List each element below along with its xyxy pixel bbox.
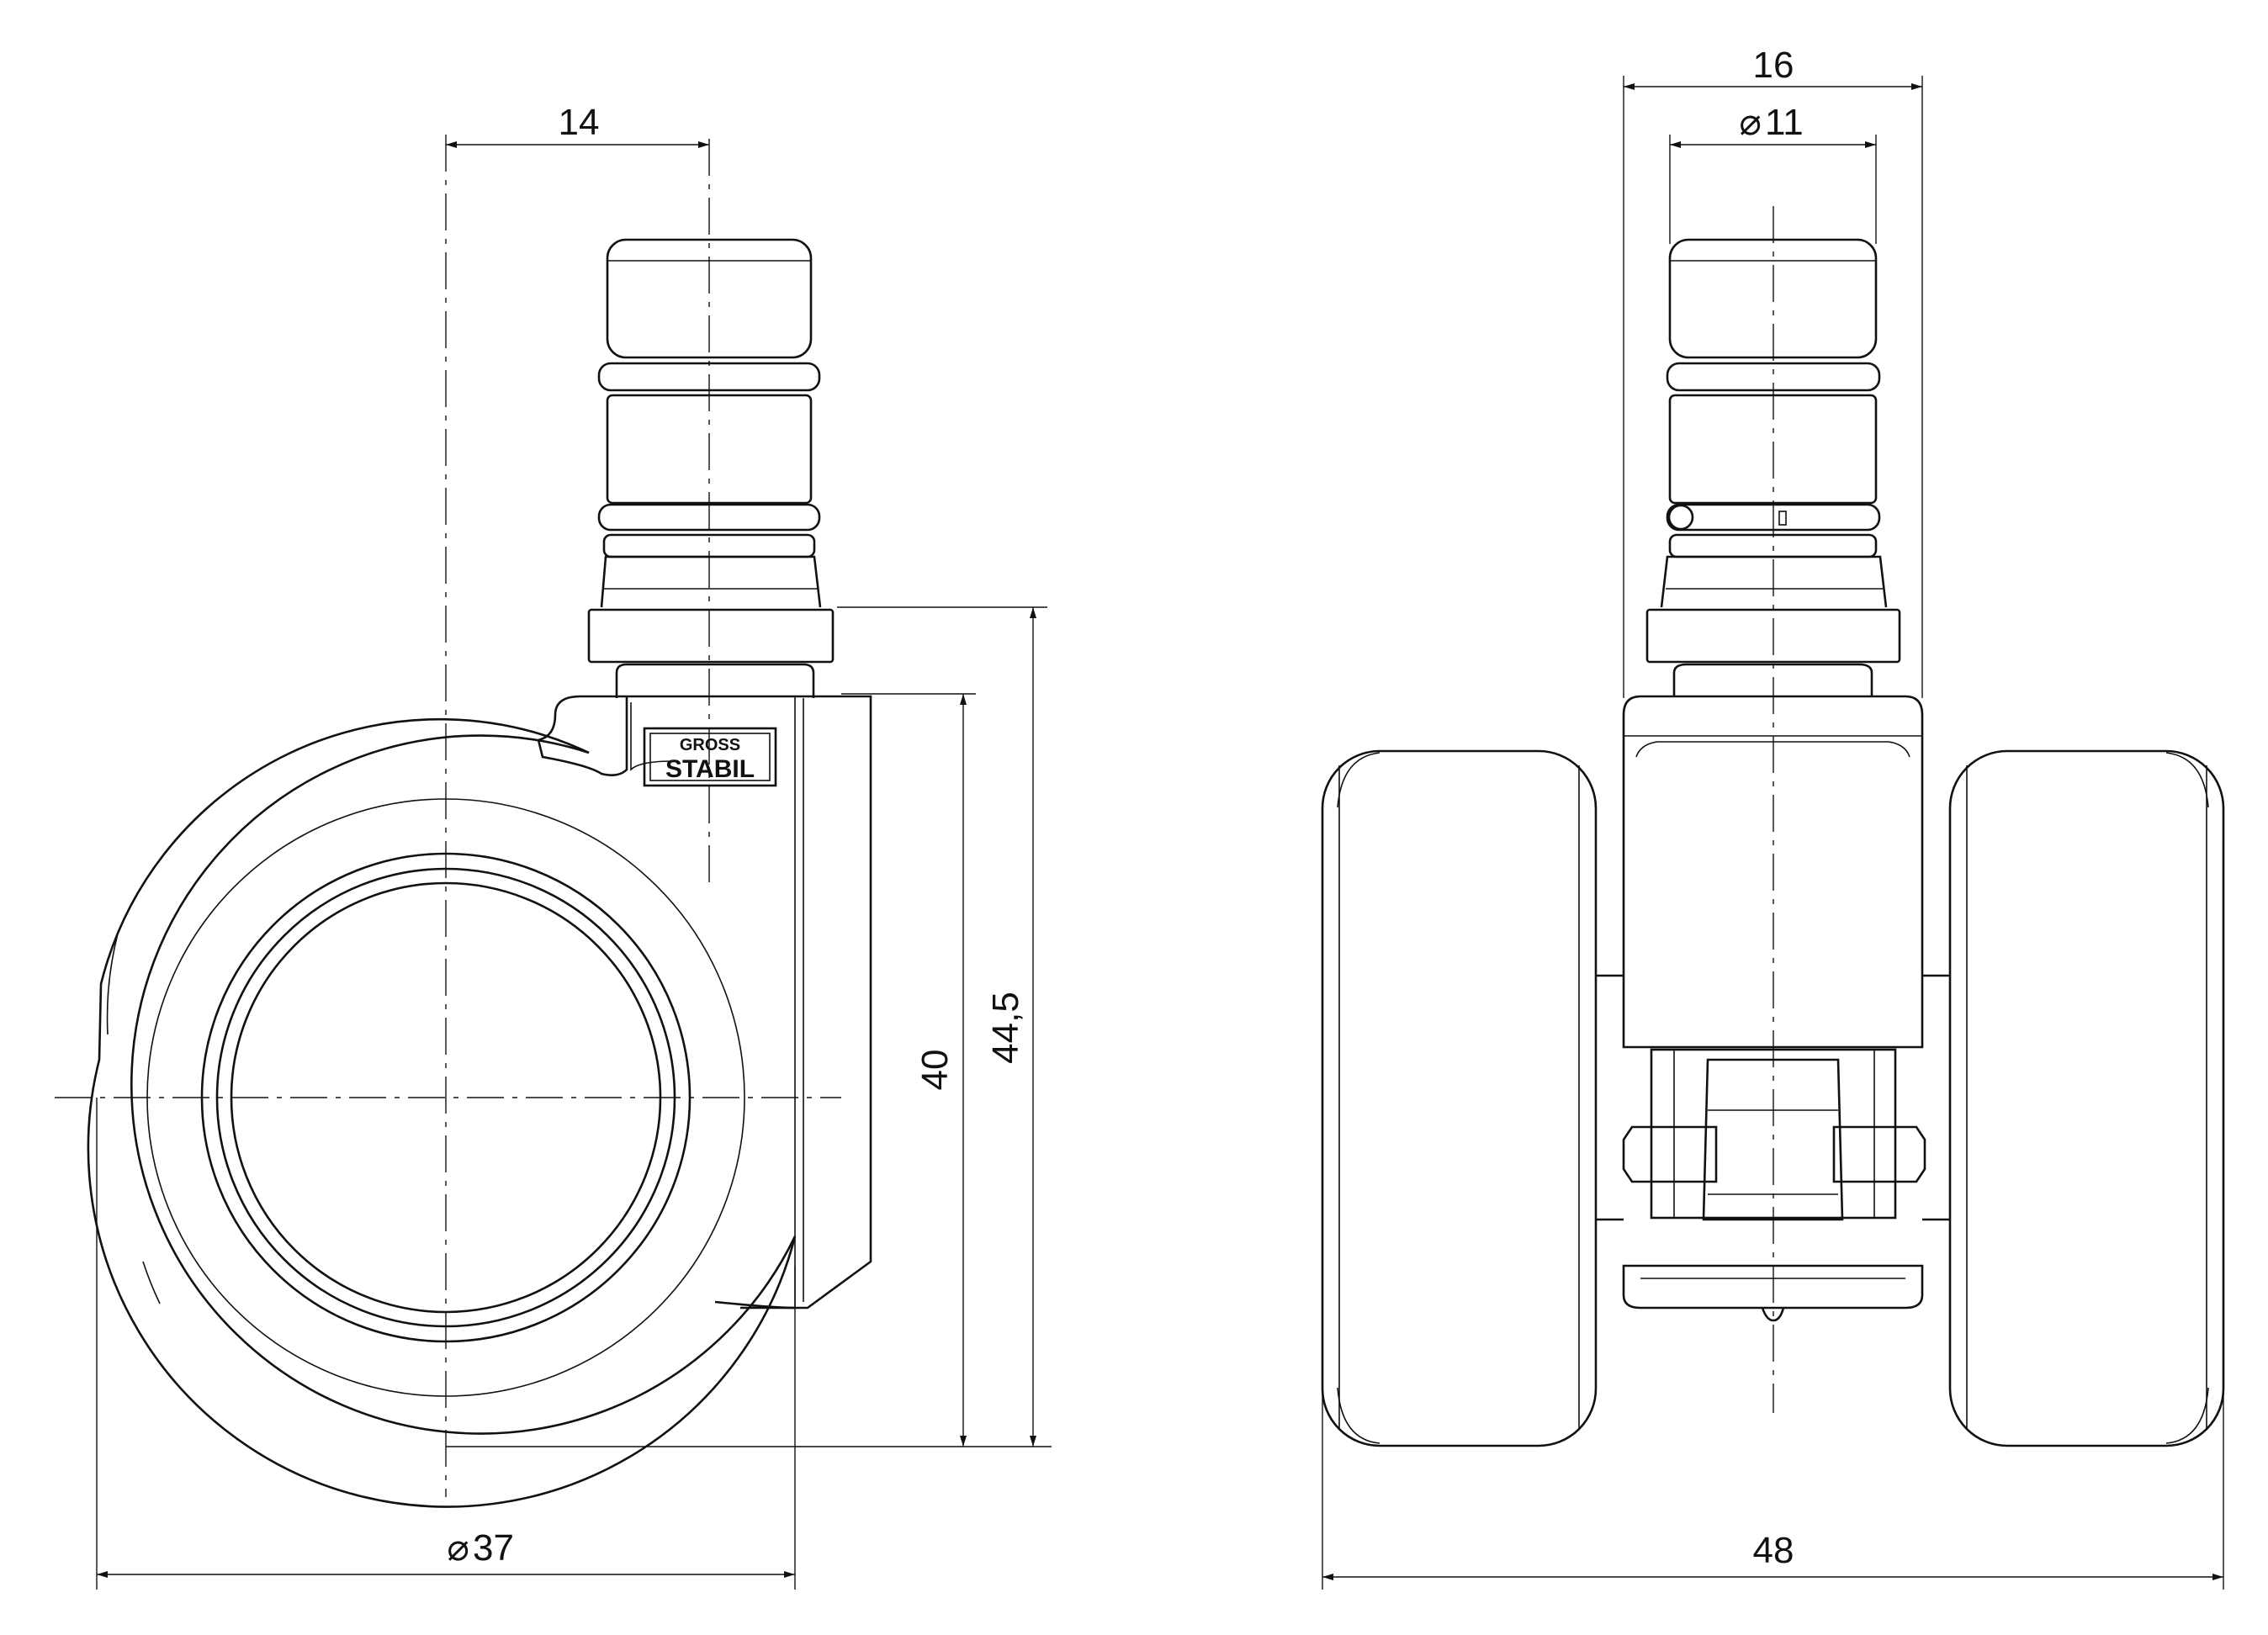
front-wheel-left [1321,749,1598,1447]
side-stem [587,238,835,698]
svg-text:44,5: 44,5 [985,992,1026,1064]
svg-text:48: 48 [1753,1530,1794,1571]
dim-overall-width: 48 [1322,841,2224,1590]
svg-text:GROSS: GROSS [680,736,740,754]
svg-text:14: 14 [559,102,600,143]
svg-text:16: 16 [1753,45,1794,86]
side-wheel [87,717,797,1508]
dim-stem-offset: 14 [446,102,709,148]
side-centerlines [55,135,841,1497]
svg-text:40: 40 [914,1050,956,1091]
gross-stabil-logo: GROSS STABIL [643,727,777,787]
side-view: GROSS STABIL 14 ⌀ 37 40 [55,102,1052,1590]
dim-collar-width: 16 [1623,45,1923,698]
front-wheel-right [1948,749,2225,1447]
dim-stem-diameter: ⌀ 11 [1669,102,1877,244]
front-axle [1596,974,1950,1221]
front-view: 16 ⌀ 11 48 [1321,45,2225,1590]
dim-wheel-diameter: ⌀ 37 [96,1098,796,1590]
front-lower-assembly [1622,1048,1926,1322]
dim-housing-height: 40 [446,693,1052,1447]
svg-text:37: 37 [473,1527,514,1569]
svg-text:STABIL: STABIL [665,755,755,783]
svg-text:11: 11 [1765,102,1804,143]
svg-text:⌀: ⌀ [1740,102,1762,143]
side-housing [537,695,872,1310]
svg-text:⌀: ⌀ [448,1527,470,1569]
dim-total-height: 44,5 [837,606,1047,1447]
